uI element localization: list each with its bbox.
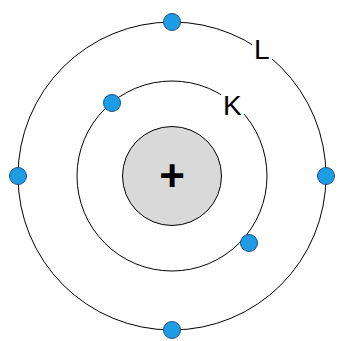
- electron: [164, 14, 181, 31]
- charge-sign: +: [159, 154, 185, 198]
- shell-label: L: [252, 36, 272, 64]
- electron: [164, 322, 181, 339]
- electron: [241, 235, 258, 252]
- inner-shell: [77, 81, 267, 271]
- electron: [10, 168, 27, 185]
- shell-label: K: [221, 92, 244, 120]
- electron: [318, 168, 335, 185]
- outer-shell: [18, 22, 326, 330]
- nucleus-circle: +: [122, 126, 222, 226]
- electron: [104, 95, 121, 112]
